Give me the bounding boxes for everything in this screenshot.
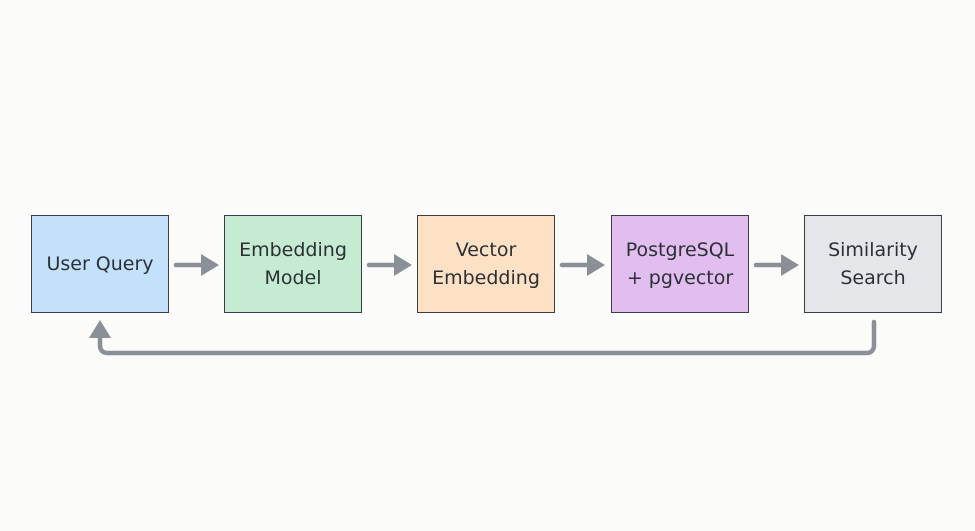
node-postgresql-pgvector-label-line1: PostgreSQL bbox=[625, 239, 735, 261]
edge-similarity-search-to-user-query bbox=[89, 319, 877, 356]
node-user-query-label: User Query bbox=[46, 253, 154, 275]
node-embedding-model-label-line1: Embedding bbox=[239, 239, 347, 261]
node-similarity-search-label-line2: Search bbox=[840, 267, 906, 289]
edge-vector-embedding-to-postgresql-pgvector bbox=[559, 254, 605, 276]
node-postgresql-pgvector-label-line2: + pgvector bbox=[626, 267, 734, 289]
edge-postgresql-pgvector-to-similarity-search bbox=[753, 254, 799, 276]
node-vector-embedding-label-line2: Embedding bbox=[432, 267, 540, 289]
node-postgresql-pgvector: PostgreSQL + pgvector bbox=[611, 215, 749, 313]
node-vector-embedding: Vector Embedding bbox=[417, 215, 555, 313]
edge-embedding-model-to-vector-embedding bbox=[366, 254, 412, 276]
node-similarity-search: Similarity Search bbox=[804, 215, 942, 313]
node-embedding-model-label-line2: Model bbox=[264, 267, 322, 289]
node-user-query: User Query bbox=[31, 215, 169, 313]
edge-user-query-to-embedding-model bbox=[173, 254, 219, 276]
node-embedding-model: Embedding Model bbox=[224, 215, 362, 313]
node-vector-embedding-label-line1: Vector bbox=[455, 239, 517, 261]
node-similarity-search-label-line1: Similarity bbox=[828, 239, 918, 261]
